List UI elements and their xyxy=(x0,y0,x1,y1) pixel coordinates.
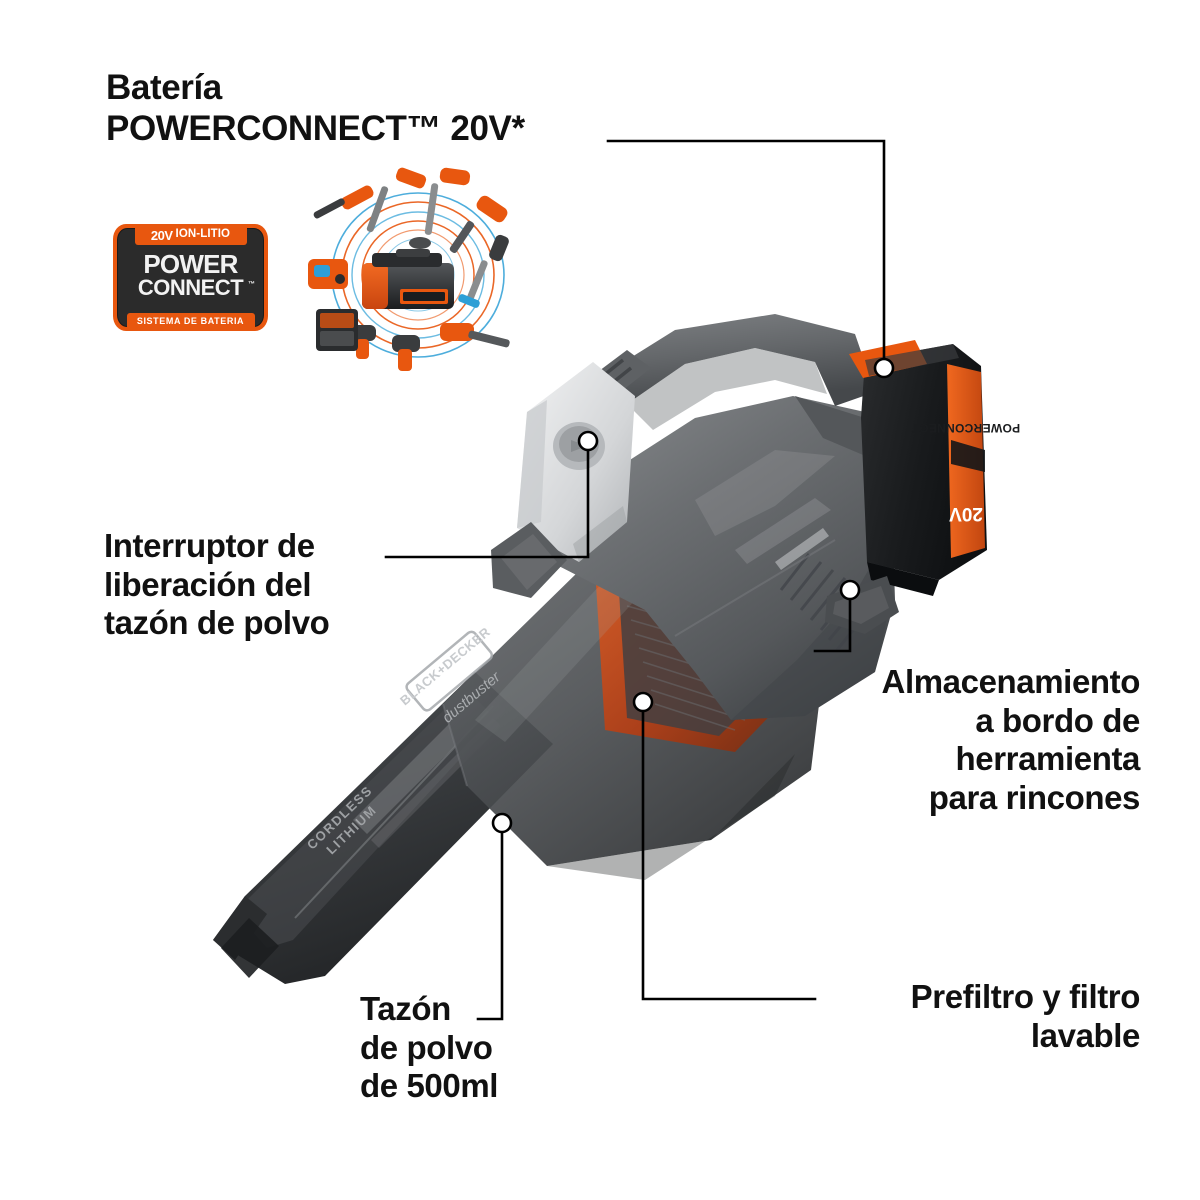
badge-footer-label: SISTEMA DE BATERIA xyxy=(136,316,245,326)
callout-battery-text: Batería POWERCONNECT™ 20V* xyxy=(106,68,525,148)
storage-leader-line xyxy=(813,595,852,653)
battery-ecosystem-illustration xyxy=(308,167,510,371)
bowl-leader-line xyxy=(476,828,504,1021)
bowl-marker-dot xyxy=(491,812,513,834)
badge-voltage-strip: 20V ION-LITIO xyxy=(134,225,247,245)
filter-leader-line xyxy=(641,707,817,1001)
badge-trademark-top: ™ xyxy=(256,227,262,233)
ecosystem-tool-pole-saw xyxy=(366,167,427,233)
badge-inner-panel: 20V ION-LITIO ™ POWER CONNECT ™ SISTEMA … xyxy=(117,225,264,330)
battery-side-label: 20V POWERCONNECT xyxy=(912,421,1021,524)
handle xyxy=(595,314,875,460)
badge-chemistry-label: ION-LITIO xyxy=(175,228,231,241)
badge-word-connect: CONNECT xyxy=(137,275,244,300)
ecosystem-tool-kit-case xyxy=(316,309,358,351)
handheld-vacuum-product-image: CORDLESS LITHIUM xyxy=(213,314,1020,984)
battery-pack: 20V POWERCONNECT xyxy=(849,340,1020,596)
front-collar xyxy=(491,522,567,598)
battery-leader-line xyxy=(606,139,886,365)
switch-leader-line xyxy=(384,445,590,559)
callout-dust-bowl-release-switch-text: Interruptor de liberación del tazón de p… xyxy=(104,527,330,642)
ecosystem-tool-chainsaw xyxy=(440,323,510,348)
ecosystem-tool-hedge-trimmer xyxy=(313,185,374,219)
callout-onboard-crevice-storage-text: Almacenamiento a bordo de herramienta pa… xyxy=(881,663,1141,816)
ecosystem-center-battery xyxy=(362,249,454,309)
battery-marker-dot xyxy=(873,357,895,379)
battery-voltage-label: 20V xyxy=(949,503,983,524)
powerconnect-battery-system-badge: 20V ION-LITIO ™ POWER CONNECT ™ SISTEMA … xyxy=(113,224,268,331)
badge-footer-strip: SISTEMA DE BATERIA xyxy=(126,313,255,330)
ecosystem-tool-stick-vacuum xyxy=(458,234,509,308)
ecosystem-tool-blower xyxy=(449,195,508,253)
ecosystem-tool-string-trimmer xyxy=(409,167,471,249)
callout-washable-filter-text: Prefiltro y filtro lavable xyxy=(910,978,1141,1054)
ecosystem-tool-inflator xyxy=(308,259,348,289)
callout-dust-bowl-capacity-text: Tazón de polvo de 500ml xyxy=(360,990,499,1105)
ecosystem-tool-drill xyxy=(392,335,420,371)
badge-word-power: POWER xyxy=(143,249,238,279)
battery-name-label: POWERCONNECT xyxy=(912,421,1021,435)
switch-marker-dot xyxy=(577,430,599,452)
storage-marker-dot xyxy=(839,579,861,601)
badge-voltage-label: 20V xyxy=(150,227,173,243)
badge-trademark-mid: ™ xyxy=(248,281,255,288)
filter-marker-dot xyxy=(632,691,654,713)
